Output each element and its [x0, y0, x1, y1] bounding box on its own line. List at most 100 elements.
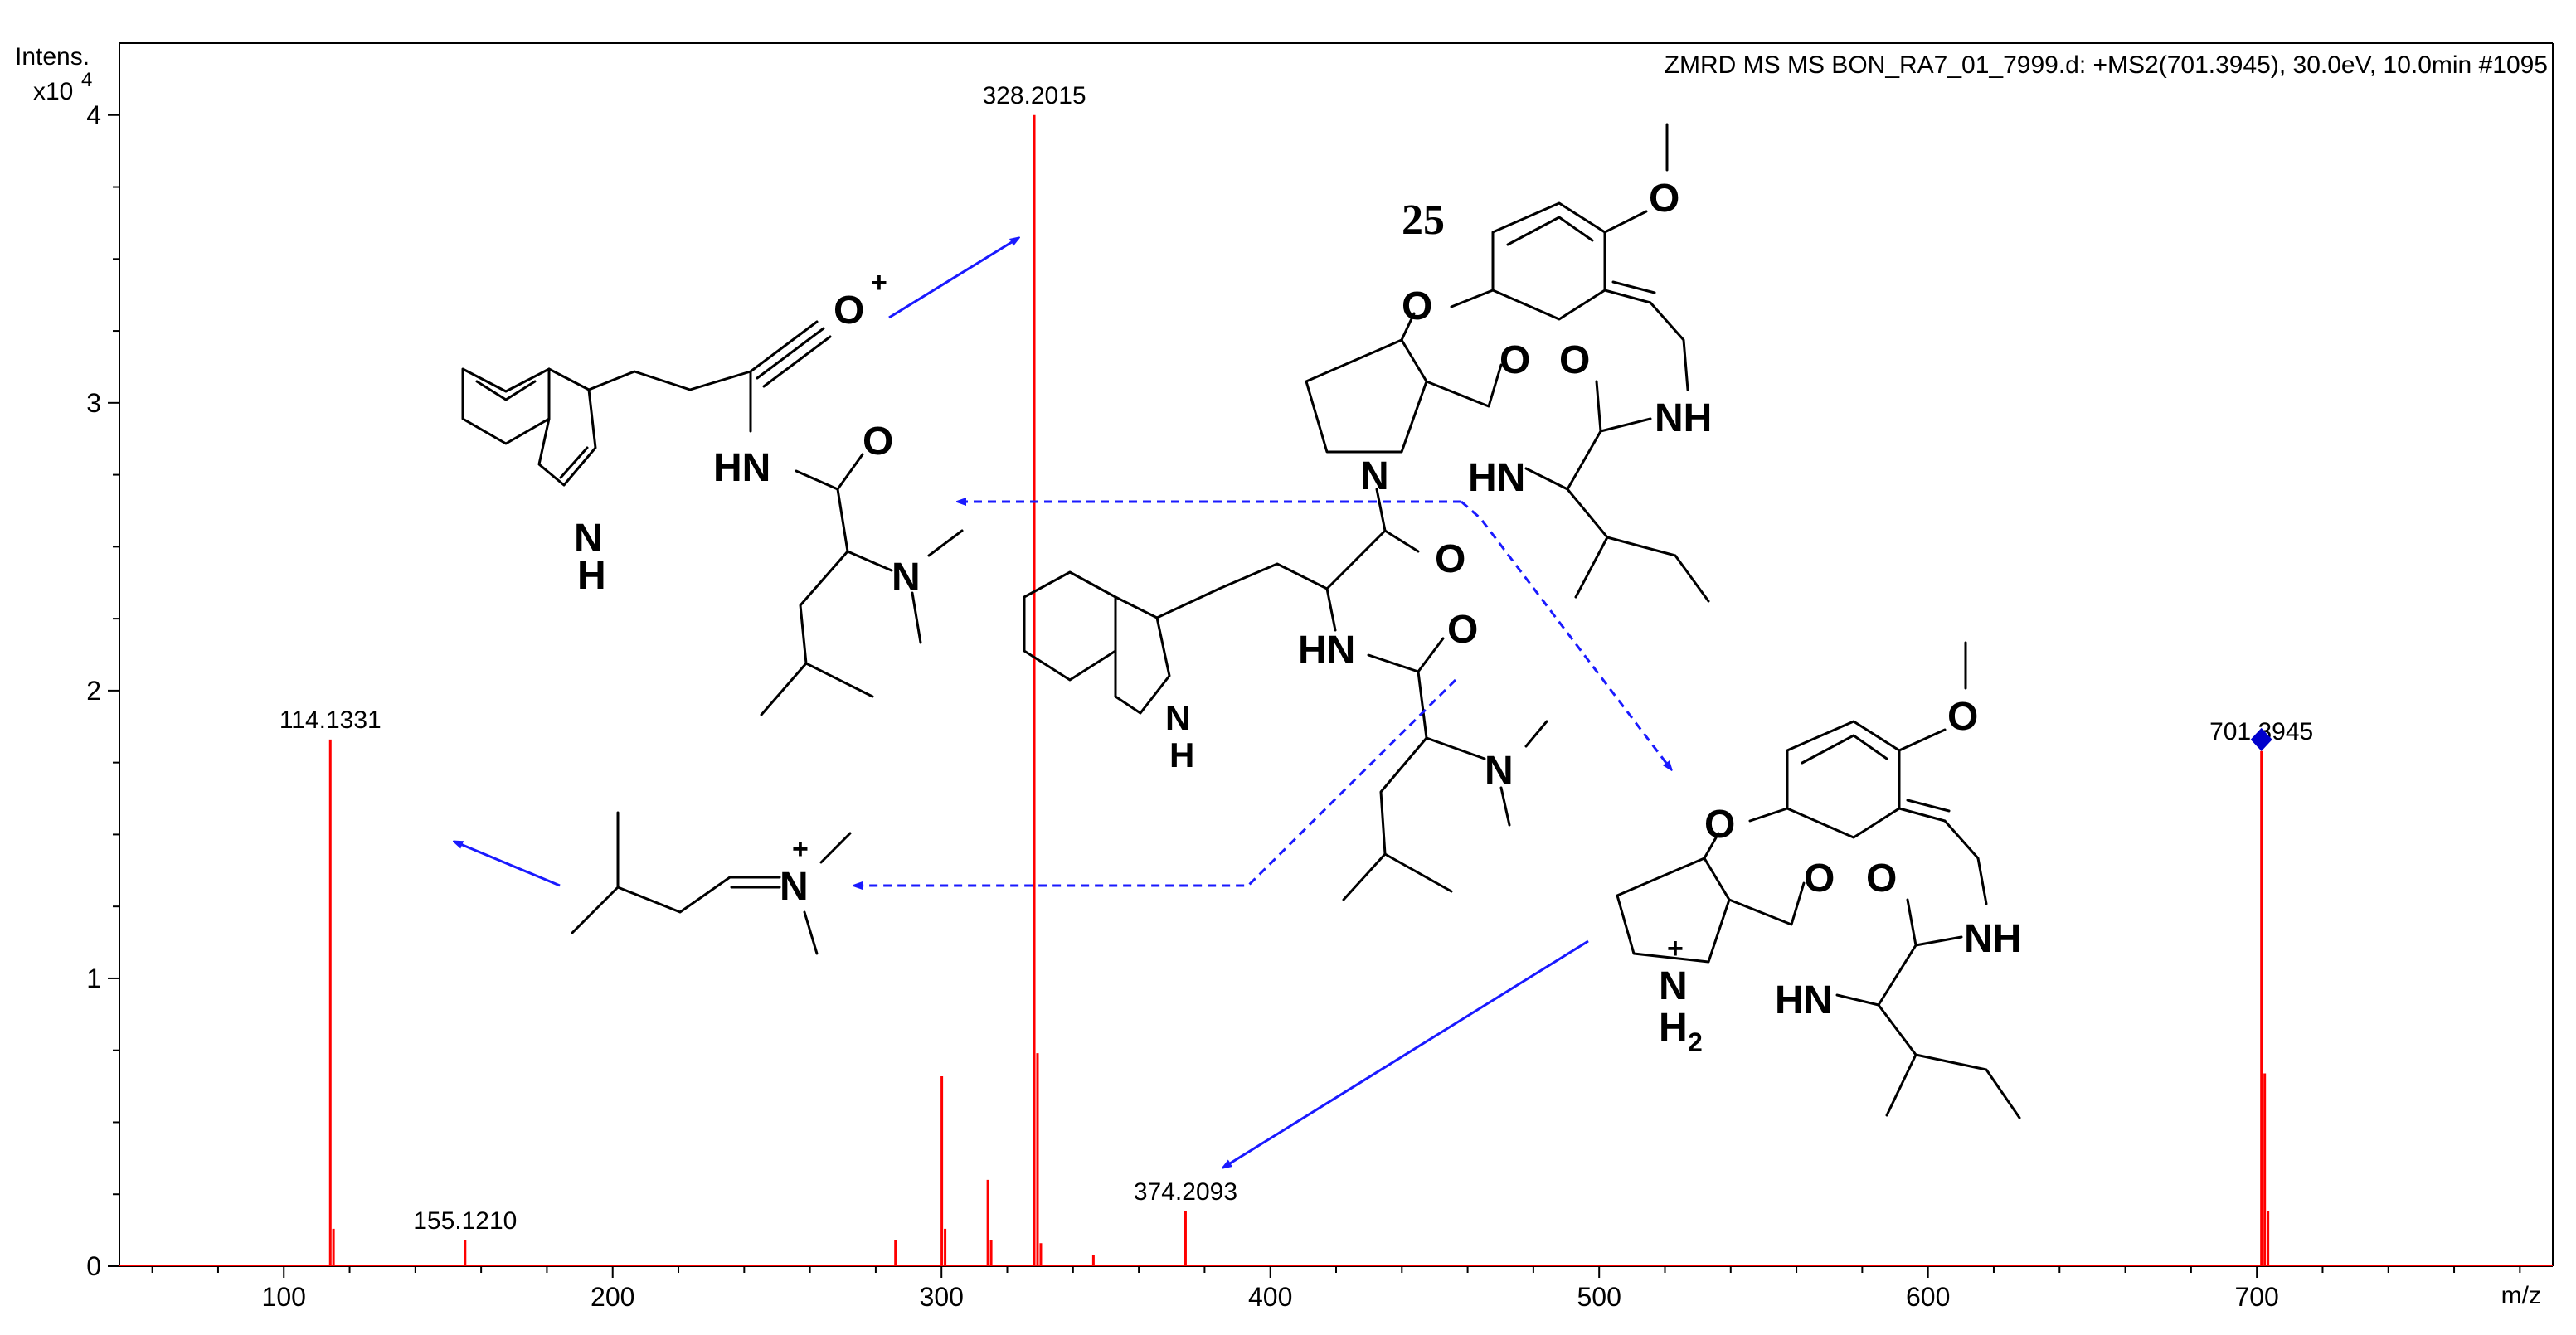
fragmentation-arrows: [454, 238, 1671, 1168]
leu-chain-left: [836, 488, 893, 572]
structures-layer: O + N H HN O N 25: [454, 123, 2021, 1168]
right-NH2-N: N: [1659, 964, 1688, 1008]
y-tick-label: 2: [86, 676, 101, 706]
ile-chain-center: [1524, 380, 1602, 491]
trp-link-center: [1218, 529, 1387, 590]
spectrum-info-title: ZMRD MS MS BON_RA7_01_7999.d: +MS2(701.3…: [1665, 51, 2548, 79]
methoxy-bond-center: [1603, 210, 1648, 234]
arrow-374-to-peak: [1223, 939, 1589, 1168]
peaks-layer: [119, 114, 2553, 1266]
ile-chain-right: [1835, 898, 1917, 1007]
vinyl-double-right: [1906, 799, 1951, 813]
ile-side-right: [1877, 1003, 1917, 1117]
leu-side-center: [1342, 736, 1428, 901]
ether-bond-center: [1450, 289, 1495, 308]
vinyl-double-center: [1611, 280, 1656, 294]
pyr-to-ether-center: [1400, 312, 1416, 342]
nme-2-center: [1499, 786, 1511, 827]
iminium-methyl-1: [819, 832, 852, 864]
right-NH2-sub: 2: [1688, 1027, 1703, 1057]
x-axis-title: m/z: [2501, 1282, 2541, 1309]
pyrN-to-carbonyl-center: [1375, 488, 1420, 553]
y-tick-label: 1: [86, 964, 101, 993]
y-axis-title: Intens.: [15, 43, 90, 70]
vinyl-center: [1603, 289, 1689, 391]
aromatic-inner-center: [1506, 216, 1594, 246]
left-amide-HN: HN: [713, 446, 770, 490]
amide-to-nh-center: [1599, 417, 1652, 433]
y-tick-label: 0: [86, 1251, 101, 1281]
leu-side-chain-left: [760, 550, 849, 716]
x-tick-label: 300: [920, 1282, 964, 1312]
center-methoxy-O: O: [1649, 177, 1679, 221]
methoxyphenyl-ring-right: [1786, 720, 1901, 839]
center-HN-2: HN: [1298, 629, 1355, 672]
indole-benzene-ring-center: [1023, 570, 1117, 682]
center-ether-O: O: [1402, 284, 1432, 328]
left-amide-O: O: [863, 420, 893, 464]
left-indole-H: H: [577, 554, 606, 598]
center-pyrrolidine-N: N: [1360, 454, 1389, 498]
amide-chain-left: [795, 453, 864, 491]
indole-link-center: [1155, 587, 1221, 619]
pro-carbonyl-center: [1425, 363, 1503, 408]
x-tick-label: 100: [262, 1282, 306, 1312]
dashed-arrow-to-iminium: [854, 678, 1457, 886]
leu-methyl-left: [804, 662, 874, 698]
x-tick-label: 600: [1906, 1282, 1950, 1312]
dashed-arrow-to-374: [1461, 500, 1671, 769]
center-NH-macro: NH: [1655, 396, 1712, 440]
methoxyphenyl-ring-center: [1491, 201, 1606, 321]
parent-compound-25: 25 O: [1023, 123, 1712, 901]
y-tick-label: 4: [86, 100, 101, 130]
methoxy-bond-right: [1898, 728, 1947, 752]
left-dimethyl-N: N: [892, 556, 921, 600]
y-tick-label: 3: [86, 388, 101, 418]
pyrrolidine-ring-right: [1616, 857, 1731, 964]
peak-label: 155.1210: [413, 1207, 517, 1235]
trp-nh-center: [1325, 587, 1337, 632]
acylium-triple-1: [756, 327, 825, 380]
right-ether-O: O: [1704, 803, 1735, 847]
ile-side-center: [1566, 488, 1609, 599]
pyrrolidine-ring-center: [1305, 338, 1428, 454]
nme-1-center: [1524, 720, 1548, 748]
peak-label: 328.2015: [982, 82, 1086, 109]
center-indole-N: N: [1165, 698, 1190, 737]
pro-carbonyl-right: [1728, 881, 1806, 926]
ile-ethyl-center: [1606, 536, 1710, 603]
indole-benzene-ring-left: [461, 367, 551, 445]
acylium-fragment: O + N H HN O N: [461, 267, 964, 716]
x-tick-label: 700: [2234, 1282, 2278, 1312]
right-O-2: O: [1866, 857, 1897, 901]
y-axis-exponent-power: 4: [81, 69, 92, 91]
iminium-N: N: [780, 865, 809, 909]
amide-to-nh-right: [1914, 935, 1963, 947]
right-charge: +: [1667, 933, 1684, 964]
leu-methyl-center: [1383, 852, 1453, 893]
iminium-fragment: N +: [571, 811, 852, 955]
center-HN-1: HN: [1468, 456, 1525, 500]
acylium-triple-2: [762, 335, 832, 388]
benzene-inner-bonds-left: [475, 380, 537, 401]
indole-pyrrole-left: [537, 367, 597, 487]
center-dimethyl-N: N: [1485, 749, 1514, 793]
iminium-chain: [571, 811, 731, 934]
center-O-4: O: [1447, 608, 1478, 652]
nme-1-left: [927, 529, 964, 557]
left-indole-N: N: [574, 517, 603, 561]
acylium-charge: +: [871, 267, 887, 299]
right-O-1: O: [1804, 857, 1835, 901]
y-axis-exponent-base: x10: [33, 78, 73, 105]
indole-double-left: [559, 446, 589, 479]
arrow-iminium-to-peak: [454, 842, 561, 887]
center-indole-H: H: [1169, 735, 1194, 774]
right-NH-macro: NH: [1964, 917, 2021, 961]
peak-label: 114.1331: [279, 706, 382, 734]
precursor-diamond-marker: [2250, 727, 2272, 751]
aromatic-inner-right: [1801, 734, 1888, 765]
center-O-3: O: [1435, 537, 1465, 581]
